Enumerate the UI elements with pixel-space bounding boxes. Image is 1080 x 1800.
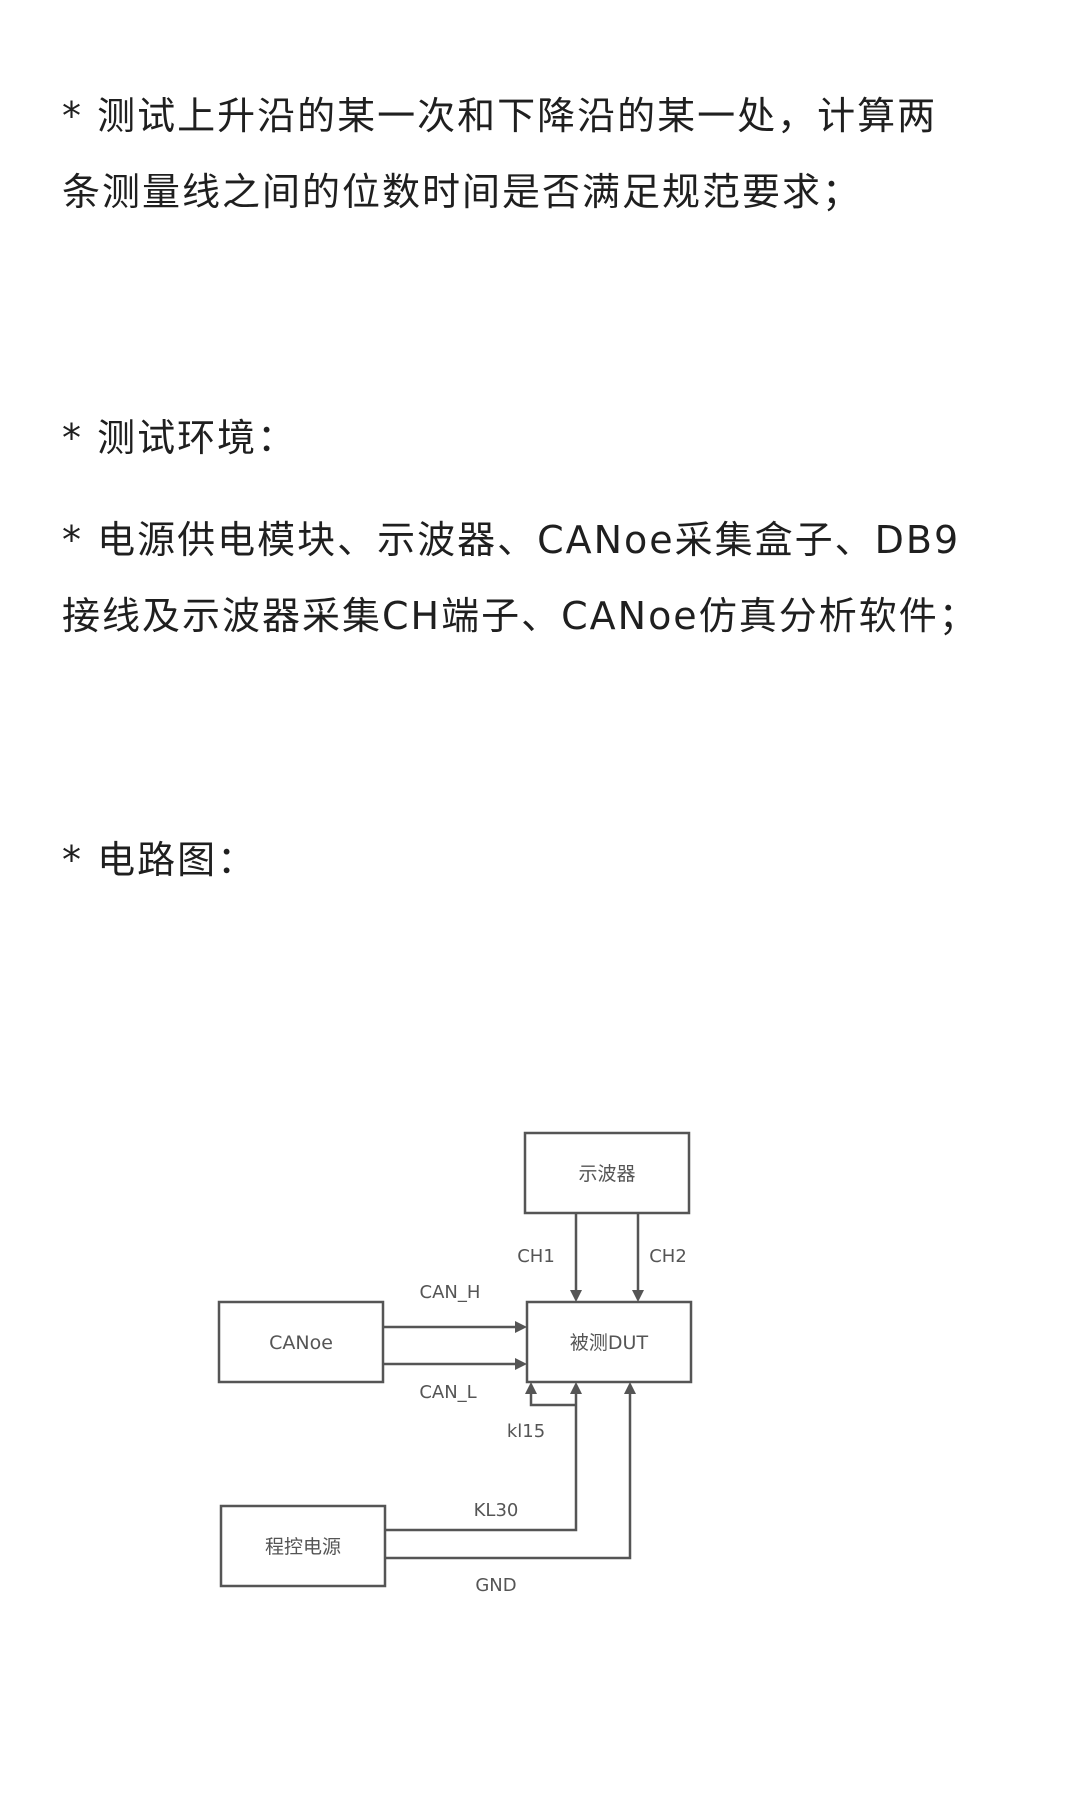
can-h-label: CAN_H [420,1282,481,1303]
gnd-label: GND [475,1575,516,1596]
kl30-wire: KL30 [385,1382,582,1532]
paragraph-line: * 测试环境： [62,416,298,460]
paragraph-line: 接线及示波器采集CH端子、CANoe仿真分析软件； [62,594,979,638]
dut-block: 被测DUT [525,1300,693,1384]
can-h-wire: CAN_H [383,1282,527,1333]
ch2-wire: CH2 [632,1213,687,1302]
power-supply-label: 程控电源 [265,1536,341,1558]
canoe-label: CANoe [269,1332,333,1354]
gnd-wire: GND [385,1382,636,1596]
paragraph-test-edges: * 测试上升沿的某一次和下降沿的某一处，计算两 条测量线之间的位数时间是否满足规… [62,78,1022,230]
oscilloscope-label: 示波器 [578,1163,635,1185]
paragraph-equipment: * 电源供电模块、示波器、CANoe采集盒子、DB9 接线及示波器采集CH端子、… [62,502,1022,654]
kl30-label: KL30 [474,1500,519,1521]
canoe-block: CANoe [217,1300,385,1384]
can-l-label: CAN_L [419,1382,476,1403]
paragraph-line: * 测试上升沿的某一次和下降沿的某一处，计算两 [62,94,938,138]
dut-label: 被测DUT [570,1332,649,1354]
paragraph-line: 条测量线之间的位数时间是否满足规范要求； [62,170,863,214]
oscilloscope-block: 示波器 [523,1131,691,1215]
ch1-wire: CH1 [517,1213,582,1302]
kl15-wire: kl15 [507,1382,576,1442]
kl15-label: kl15 [507,1421,545,1442]
power-supply-block: 程控电源 [219,1504,387,1588]
paragraph-line: * 电源供电模块、示波器、CANoe采集盒子、DB9 [62,518,961,562]
ch1-label: CH1 [517,1246,555,1267]
paragraph-circuit-diagram-heading: * 电路图： [62,822,1022,898]
paragraph-test-environment: * 测试环境： [62,400,1022,476]
paragraph-line: * 电路图： [62,838,258,882]
can-l-wire: CAN_L [383,1358,527,1403]
ch2-label: CH2 [649,1246,687,1267]
